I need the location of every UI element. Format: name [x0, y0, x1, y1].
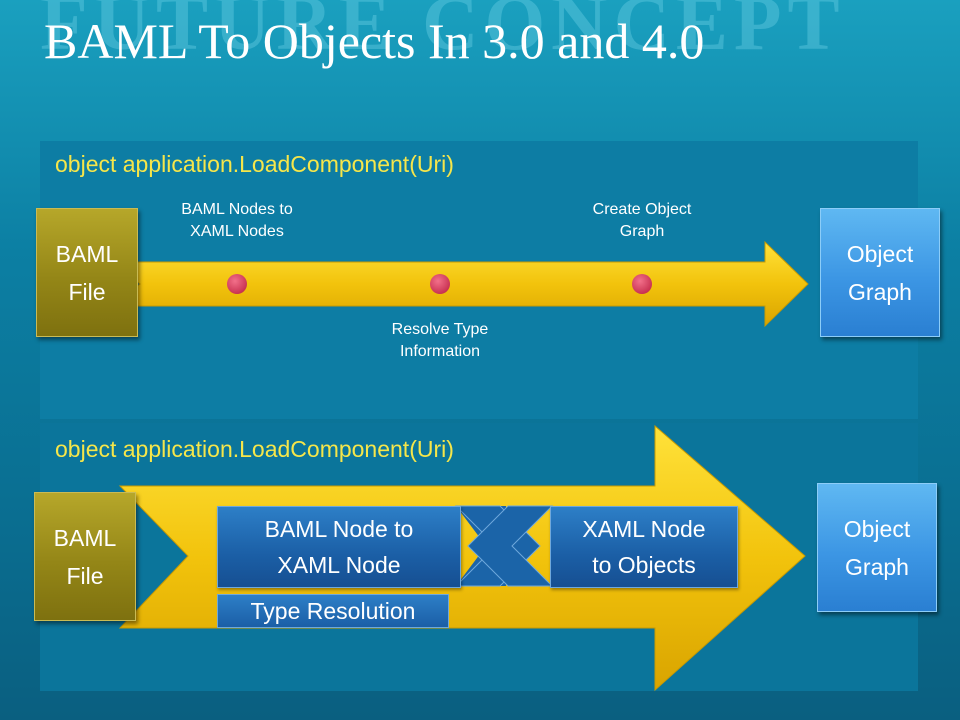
- step-dot-resolve-type: [430, 274, 450, 294]
- top-call-label: object application.LoadComponent(Uri): [55, 151, 454, 177]
- step-label-line: XAML Nodes: [190, 223, 284, 240]
- top-pipeline-arrow: [108, 240, 809, 328]
- step-label-line: BAML Nodes to: [181, 201, 293, 218]
- bottom-call-label: object application.LoadComponent(Uri): [55, 436, 454, 462]
- bottom-baml-file-label: BAML File: [53, 524, 117, 589]
- step-label-resolve-type: Resolve Type Information: [392, 319, 489, 363]
- stage-xaml-to-objects-line1: XAML Node: [582, 516, 706, 542]
- type-resolution-box: Type Resolution: [217, 594, 449, 628]
- step-label-line: Graph: [619, 223, 665, 240]
- stage-cross-connector-right: [467, 505, 554, 587]
- step-label-baml-to-xaml: BAML Nodes to XAML Nodes: [181, 199, 292, 243]
- top-baml-file-label: BAML File: [55, 240, 119, 305]
- top-object-graph-label: Object Graph: [846, 240, 914, 305]
- stage-baml-to-xaml-line2: XAML Node: [277, 552, 401, 578]
- stage-baml-to-xaml-box: BAML Node to XAML Node: [217, 506, 461, 588]
- bottom-baml-file-box: BAML File: [34, 492, 136, 621]
- bottom-object-graph-label: Object Graph: [843, 515, 911, 580]
- background-watermark: FUTURE CONCEPT: [40, 0, 846, 66]
- step-label-line: Resolve Type: [391, 321, 489, 338]
- step-label-line: Information: [399, 343, 481, 360]
- step-dot-create-graph: [632, 274, 652, 294]
- stage-xaml-to-objects-line2: to Objects: [592, 552, 696, 578]
- stage-xaml-to-objects-box: XAML Node to Objects: [550, 506, 738, 588]
- page-title: BAML To Objects In 3.0 and 4.0: [44, 13, 705, 69]
- step-label-line: Create Object: [592, 201, 692, 218]
- step-label-create-graph: Create Object Graph: [593, 199, 692, 243]
- top-baml-file-box: BAML File: [36, 208, 138, 337]
- bottom-object-graph-box: Object Graph: [817, 483, 937, 612]
- top-object-graph-box: Object Graph: [820, 208, 940, 337]
- stage-baml-to-xaml-line1: BAML Node to: [264, 516, 414, 542]
- step-dot-baml-to-xaml: [227, 274, 247, 294]
